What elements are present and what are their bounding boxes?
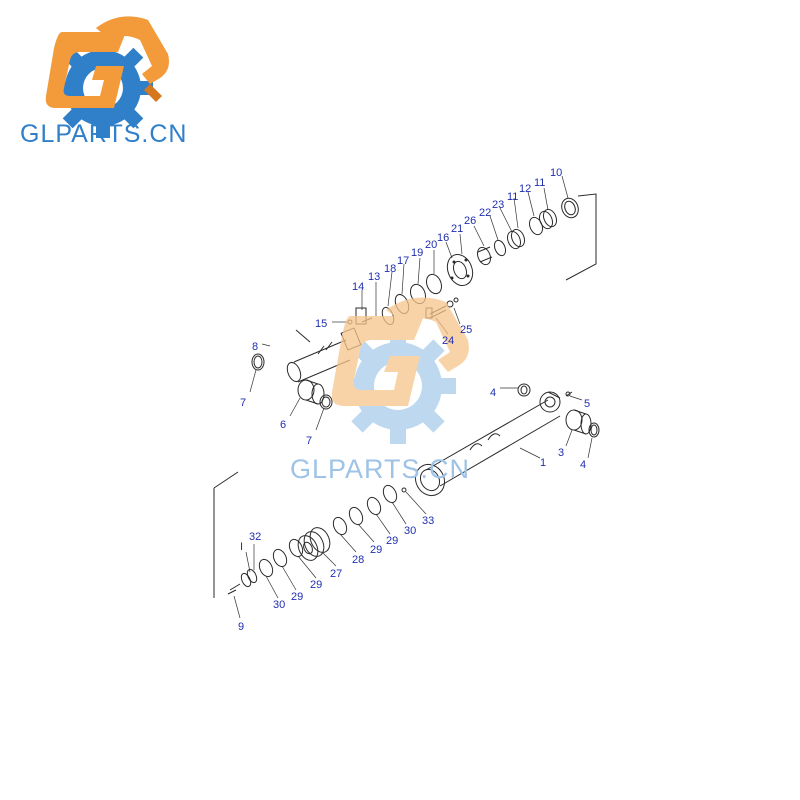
callout-33: 33 [422,515,434,527]
callout-9: 9 [238,621,244,633]
rod-eye-parts [251,353,333,410]
callout-30: 30 [273,599,285,611]
glparts-logo-icon [45,16,169,138]
callout-29: 29 [310,579,322,591]
callout-19: 19 [411,247,423,259]
callout-I: I [240,541,243,553]
exploded-diagram [213,175,600,619]
callout-10: 10 [550,167,562,179]
callout-27: 27 [330,568,342,580]
callout-29: 29 [291,591,303,603]
cylinder-head [446,253,474,287]
frame-line-top-right [565,193,597,281]
callout-28: 28 [352,554,364,566]
piston-assembly [227,484,407,595]
logo-text: GLPARTS.CN [20,120,187,148]
tube-end-parts [517,383,600,438]
callout-20: 20 [425,239,437,251]
callout-8: 8 [252,341,258,353]
callout-21: 21 [451,223,463,235]
piston [297,527,331,561]
callout-32: 32 [249,531,261,543]
callout-7: 7 [306,435,312,447]
callout-29: 29 [370,544,382,556]
callout-3: 3 [558,447,564,459]
head-bushing [476,246,493,266]
head-seal-rings [493,197,579,257]
leader-lines [233,175,593,619]
callout-7: 7 [240,397,246,409]
callout-15: 15 [315,318,327,330]
callout-1: 1 [540,457,546,469]
callout-12: 12 [519,183,531,195]
callout-30: 30 [404,525,416,537]
callout-labels: 10 11 11 12 23 22 26 21 16 20 19 17 18 1… [238,167,590,633]
callout-11: 11 [507,191,518,203]
callout-29: 29 [386,535,398,547]
frame-line-bottom-left [213,471,239,598]
callout-17: 17 [397,255,409,267]
callout-11: 11 [534,177,545,189]
callout-22: 22 [479,207,491,219]
callout-4: 4 [490,387,496,399]
callout-25: 25 [460,324,472,336]
callout-26: 26 [464,215,476,227]
watermark-text: GLPARTS.CN [290,454,470,484]
callout-23: 23 [492,199,504,211]
glparts-watermark-icon [331,297,469,444]
callout-13: 13 [368,271,380,283]
callout-14: 14 [352,281,364,293]
callout-5: 5 [584,398,590,410]
callout-24: 24 [442,335,454,347]
callout-4: 4 [580,459,586,471]
callout-6: 6 [280,419,286,431]
callout-18: 18 [384,263,396,275]
callout-16: 16 [437,232,449,244]
cylinder-tube [414,391,561,497]
